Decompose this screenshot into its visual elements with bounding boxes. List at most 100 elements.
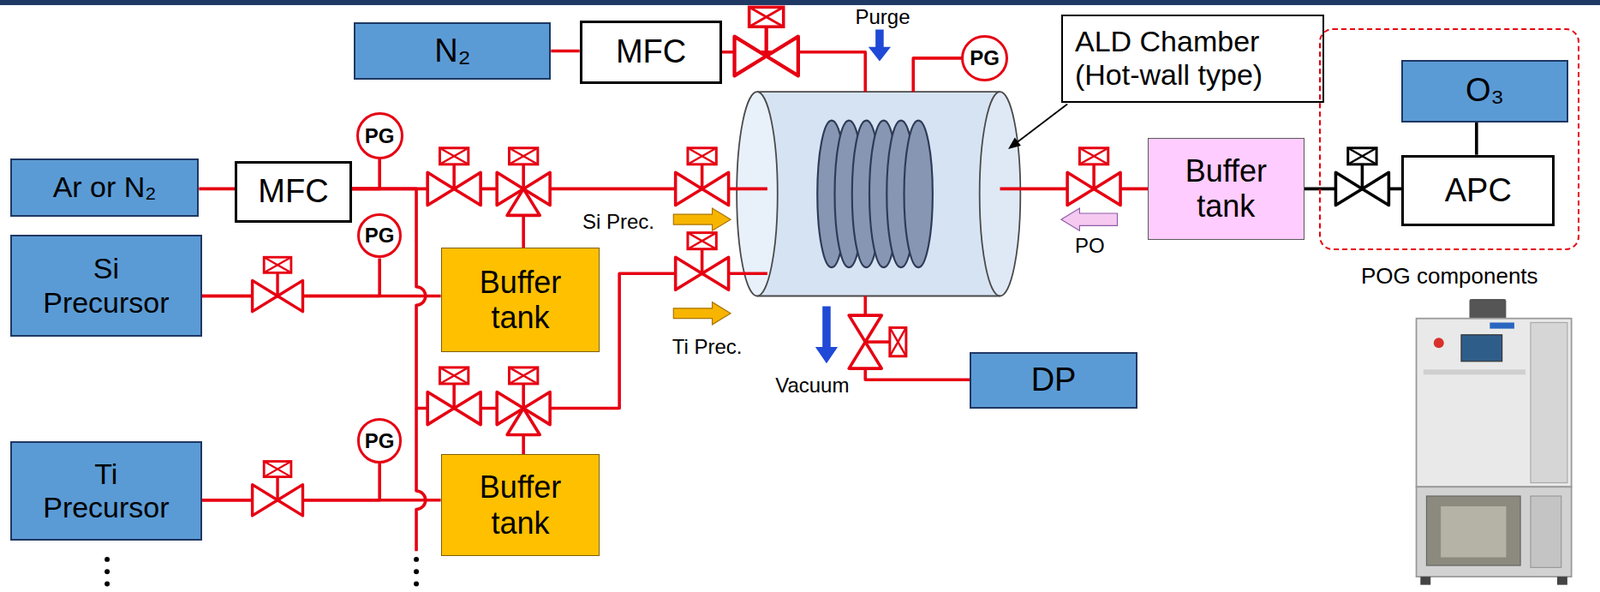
ald-chamber — [736, 91, 778, 296]
gas-pipe — [913, 58, 965, 92]
pog-unit-photo — [1469, 298, 1507, 320]
group-label: POG components — [1320, 263, 1578, 290]
node-label: Buffer tank — [1172, 153, 1280, 225]
node-label: PG — [364, 429, 395, 454]
valve-symbol — [848, 315, 907, 369]
wafer-stack — [817, 120, 933, 269]
flow-label: Ti Prec. — [672, 335, 743, 359]
ald-chamber — [757, 295, 1001, 298]
node-label: Ti Precursor — [33, 457, 180, 525]
continuation-dots — [104, 580, 110, 586]
node-label: N₂ — [434, 32, 471, 71]
chamber-callout-box: ALD Chamber (Hot-wall type) — [1061, 14, 1325, 104]
callout-leader — [1016, 104, 1069, 144]
pog-unit-photo — [1530, 495, 1562, 568]
pog-unit-photo — [1423, 369, 1526, 375]
ald-chamber — [757, 90, 1001, 93]
valve-symbol — [496, 148, 550, 216]
continuation-dots — [413, 568, 419, 574]
ozone-flow-arrow — [1061, 208, 1118, 231]
pressure-gauge: PG — [356, 112, 404, 160]
valve-symbol — [427, 148, 481, 206]
node-label: ALD Chamber (Hot-wall type) — [1074, 24, 1300, 92]
node-label: MFC — [615, 33, 687, 72]
valve-symbol — [675, 232, 729, 291]
valve-symbol — [1067, 148, 1121, 206]
flow-label: Si Prec. — [582, 209, 655, 233]
pipe-connector — [1474, 122, 1479, 156]
pog-unit-photo — [1416, 486, 1572, 577]
valve-symbol — [252, 461, 304, 516]
precursor-source-box: Si Precursor — [10, 234, 203, 337]
pipe-connector — [550, 49, 580, 54]
dry-pump-box: DP — [969, 352, 1139, 409]
buffer-tank: Buffer tank — [1147, 137, 1304, 240]
gas-pipe — [416, 408, 426, 552]
pressure-gauge: PG — [357, 417, 402, 463]
node-label: Ar or N₂ — [53, 170, 157, 204]
flow-arrow — [815, 305, 838, 364]
node-label: Si Precursor — [33, 251, 180, 319]
ozone-source-box: O₃ — [1401, 59, 1568, 123]
valve-symbol — [252, 6, 1390, 516]
pog-unit-photo — [1416, 298, 1572, 586]
flow-label: PO — [1074, 234, 1105, 257]
precursor-source-box: Ti Precursor — [10, 441, 203, 542]
node-label: Buffer tank — [466, 469, 574, 541]
pog-unit-photo — [1433, 337, 1445, 348]
continuation-dots — [104, 556, 419, 587]
valve-symbol — [1335, 148, 1389, 206]
pressure-gauge: PG — [961, 35, 1009, 83]
flow-label: Vacuum — [775, 374, 849, 397]
flow-arrow — [868, 29, 891, 62]
header-bar — [0, 0, 1600, 6]
precursor-arrow — [673, 208, 731, 325]
valve-symbol — [252, 256, 304, 311]
callout-leader — [1008, 104, 1068, 150]
flow-label: Purge — [854, 5, 910, 29]
gas-source-box: N₂ — [353, 22, 551, 80]
valve-symbol — [427, 367, 481, 425]
wafer-stack — [904, 120, 933, 269]
continuation-dots — [104, 568, 110, 574]
buffer-tank: Buffer tank — [441, 453, 601, 556]
pog-unit-photo — [1420, 576, 1431, 586]
continuation-dots — [104, 556, 110, 562]
node-label: PG — [364, 223, 395, 248]
node-label: APC — [1444, 172, 1512, 210]
pog-components-group: POG componentsO₃APC — [1319, 28, 1580, 251]
pressure-gauge: PG — [357, 213, 402, 258]
ald-chamber — [979, 91, 1021, 296]
pog-unit-photo — [1416, 318, 1572, 488]
gas-pipe — [523, 187, 768, 192]
valve-symbol — [734, 6, 799, 76]
pog-unit-photo — [1440, 506, 1506, 558]
pog-unit-photo — [1489, 322, 1515, 329]
continuation-dots — [413, 580, 419, 586]
mass-flow-controller: MFC — [579, 20, 723, 84]
pipe-connector — [202, 294, 442, 299]
node-label: MFC — [257, 173, 329, 211]
pipe-connector — [202, 498, 442, 502]
gas-pipe — [416, 52, 1153, 552]
node-label: Buffer tank — [466, 264, 574, 336]
callout-leader — [1008, 137, 1021, 149]
continuation-dots — [413, 556, 419, 562]
carrier-gas-box: Ar or N₂ — [10, 158, 199, 217]
pog-unit-photo — [1530, 322, 1568, 483]
node-label: DP — [1031, 361, 1077, 400]
pipe-connector — [352, 159, 380, 190]
precursor-arrow — [673, 208, 731, 231]
node-label: PG — [364, 124, 395, 149]
ald-chamber — [757, 91, 1001, 296]
valve-symbol — [496, 367, 550, 436]
mass-flow-controller: MFC — [234, 161, 353, 222]
pressure-controller: APC — [1401, 155, 1555, 227]
pog-unit-photo — [1461, 334, 1503, 362]
pipe-connector — [198, 187, 235, 192]
buffer-tank: Buffer tank — [441, 247, 601, 353]
pog-unit-photo — [1557, 576, 1568, 586]
ald-chamber — [736, 91, 1021, 296]
node-label: O₃ — [1465, 71, 1505, 110]
